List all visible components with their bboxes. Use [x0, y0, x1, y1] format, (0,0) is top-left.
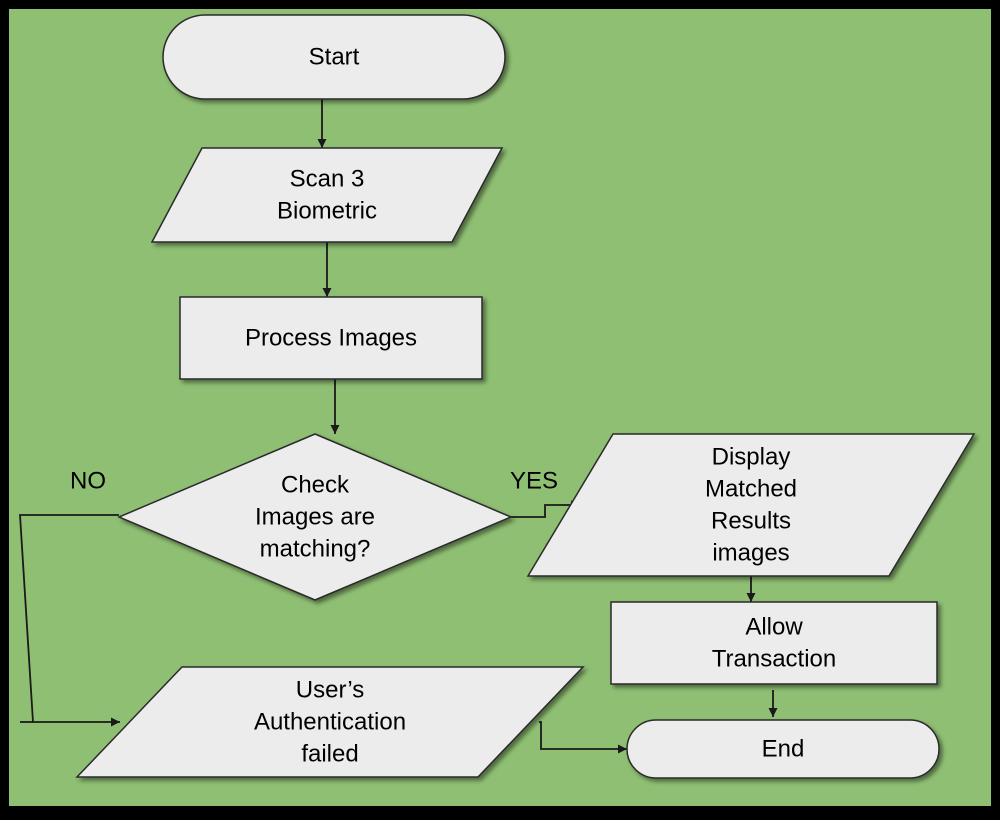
connector-check-to-display [511, 500, 580, 518]
node-display-label: Display [712, 444, 791, 471]
node-process-label: Process Images [245, 325, 417, 352]
node-display-label: images [712, 540, 789, 567]
node-allow-label: Transaction [712, 646, 837, 673]
connector-check-to-failed [19, 514, 120, 727]
connectors [19, 99, 778, 754]
node-process-shape [179, 296, 483, 380]
node-check-label: Check [281, 472, 350, 499]
edge-labels: YES NO [70, 468, 558, 495]
node-failed-shape [75, 666, 585, 778]
node-end-label: End [762, 736, 805, 763]
node-failed-label: failed [301, 741, 358, 768]
node-check-shape [117, 433, 513, 601]
node-scan-shape [150, 147, 504, 243]
node-display-label: Matched [705, 476, 797, 503]
node-allow-shape [610, 601, 938, 685]
node-start: Start [162, 14, 506, 100]
node-start-label: Start [309, 44, 360, 71]
connector-failed-to-end [539, 721, 627, 754]
node-display-shape [526, 433, 976, 577]
node-end-shape [626, 719, 940, 779]
node-failed-label: User’s [296, 677, 364, 704]
edge-label-no: NO [70, 468, 106, 495]
node-scan: Scan 3 Biometric [150, 147, 504, 243]
node-scan-label: Biometric [277, 198, 377, 225]
node-allow-label: Allow [745, 614, 803, 641]
edge-label-yes: YES [510, 468, 558, 495]
node-check-label: Images are [255, 504, 375, 531]
node-end: End [626, 719, 940, 779]
node-display-label: Results [711, 508, 791, 535]
node-scan-label: Scan 3 [290, 166, 365, 193]
node-check-label: matching? [260, 536, 371, 563]
node-process: Process Images [179, 296, 483, 380]
node-start-shape [162, 14, 506, 100]
node-failed-label: Authentication [254, 709, 406, 736]
